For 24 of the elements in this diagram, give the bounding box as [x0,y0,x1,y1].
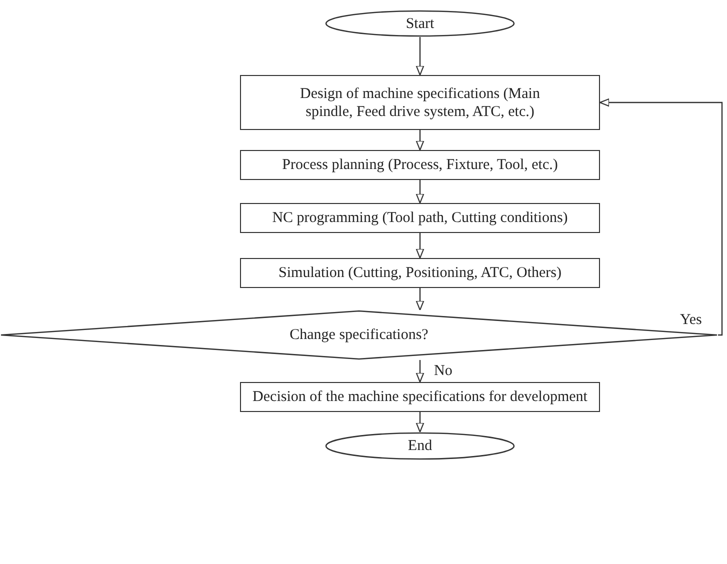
arrow [416,37,424,76]
process-box [240,203,600,233]
decision-diamond [0,310,718,360]
node-text: Decision of the machine specifications for development [252,388,588,406]
node-text: End [408,437,432,455]
node-text: Simulation (Cutting, Positioning, ATC, Others) [278,264,562,282]
node-text: Design of machine specifications (Main spindle, Feed drive system, ATC, etc.) [299,84,541,120]
terminator-ellipse [325,432,515,460]
node-text: Start [406,14,434,32]
node-text: Change specifications? [290,326,428,344]
process-box [240,75,600,130]
arrow [416,180,424,204]
arrow [416,288,424,311]
process-box [240,150,600,180]
process-box [240,382,600,412]
process-box [240,258,600,288]
arrow [416,360,424,383]
arrow [416,233,424,259]
node-text: NC programming (Tool path, Cutting conditions) [272,209,568,227]
terminator-ellipse [325,10,515,37]
node-text: Process planning (Process, Fixture, Tool, etc.) [282,156,558,174]
arrow [416,130,424,151]
arrow [599,98,723,336]
arrow [416,412,424,433]
